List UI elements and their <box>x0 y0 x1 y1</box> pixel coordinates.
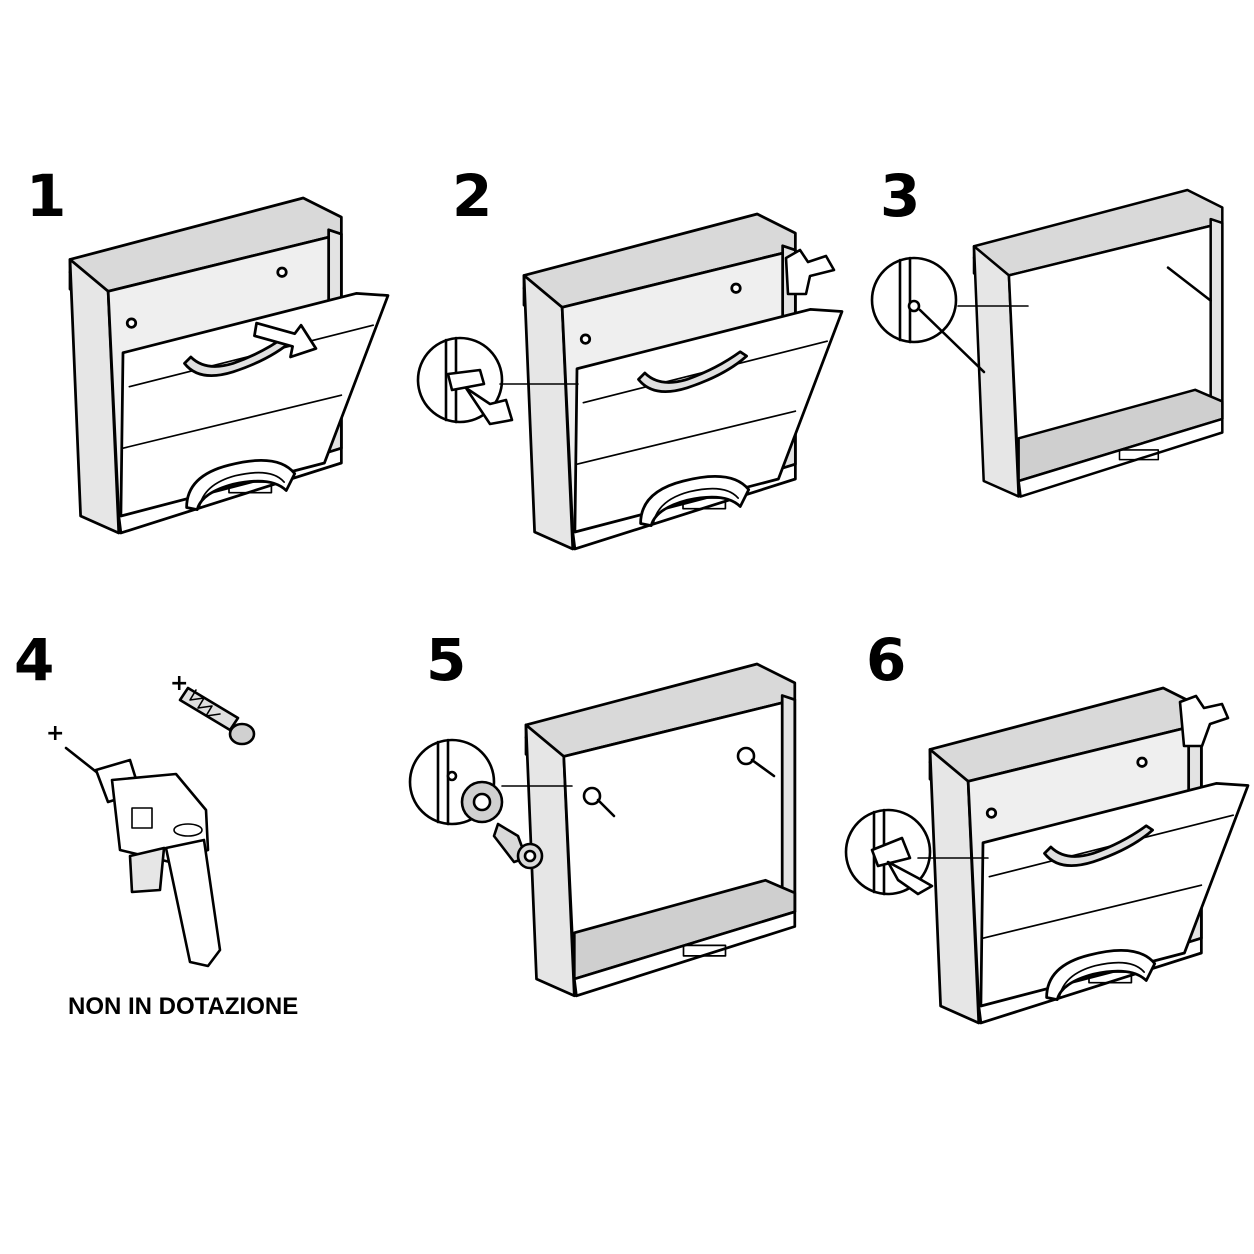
step-3-magnifier-icon <box>870 256 1029 374</box>
step-3-number: 3 <box>880 162 920 230</box>
step-6-arrow-icon <box>1178 694 1230 748</box>
step-6: 6 <box>844 626 1250 1025</box>
step-1-number: 1 <box>26 162 66 230</box>
step-5: 5 <box>408 626 797 998</box>
step-4-drill-icon: + <box>46 721 222 968</box>
step-3-cabinet-illustration <box>972 188 1224 498</box>
svg-text:+: + <box>170 671 188 696</box>
step-3-screwdriver-icon <box>918 308 986 374</box>
step-1: 1 <box>26 162 390 535</box>
step-5-screw-washer-icon <box>582 746 776 818</box>
step-2-number: 2 <box>452 162 492 230</box>
step-4-wall-plug-icon: + <box>170 671 256 746</box>
step-1-arrow-icon <box>253 321 318 359</box>
step-4-not-supplied-note: NON IN DOTAZIONE <box>68 993 298 1020</box>
svg-text:+: + <box>46 721 64 746</box>
step-5-cabinet-illustration <box>524 662 797 998</box>
step-6-hinge-detail-icon <box>844 808 989 896</box>
step-5-number: 5 <box>426 626 466 694</box>
step-2-hinge-detail-icon <box>416 336 579 426</box>
step-6-number: 6 <box>866 626 906 694</box>
step-5-magnifier-icon <box>408 738 573 826</box>
step-4-number: 4 <box>14 626 54 694</box>
step-2-arrow-icon <box>784 248 836 296</box>
step-4: 4 + + NON IN DOTAZIONE <box>14 626 298 1020</box>
step-3: 3 <box>870 162 1224 498</box>
step-1-cabinet-illustration <box>68 196 390 535</box>
step-2: 2 <box>416 162 844 551</box>
